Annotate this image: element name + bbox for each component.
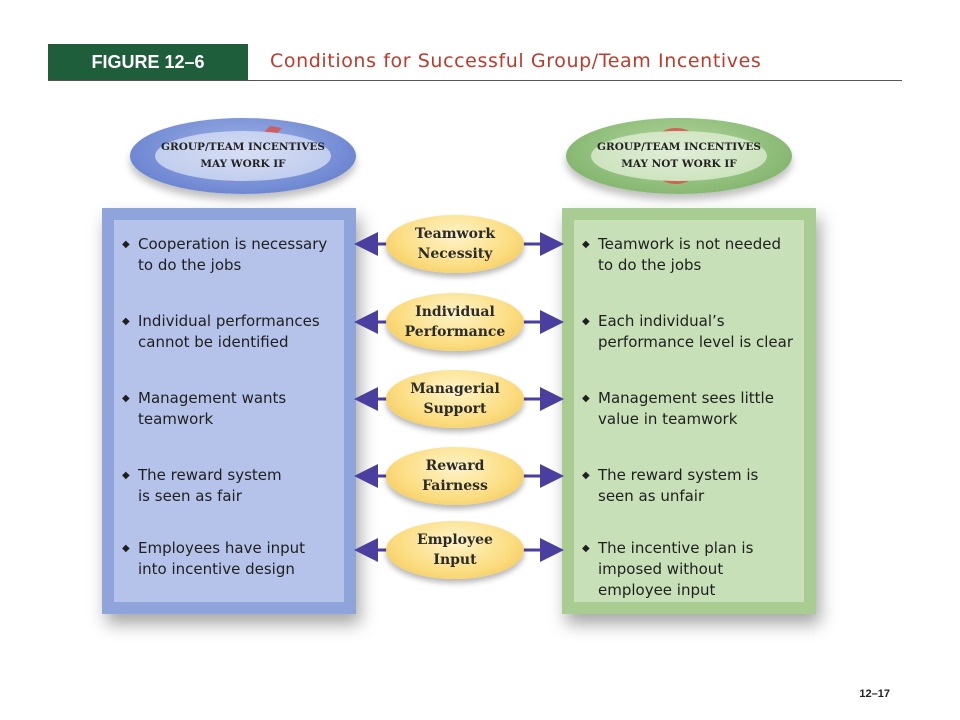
may-not-work-header-line1: GROUP/TEAM INCENTIVES (597, 141, 761, 154)
page-number: 12–17 (859, 688, 890, 700)
may-work-text: The reward system is seen as fair (138, 466, 282, 505)
may-work-text: Cooperation is necessary to do the jobs (138, 235, 328, 274)
bullet-icon: ◆ (582, 393, 590, 404)
may-not-work-text: The reward system is seen as unfair (598, 466, 759, 505)
may-work-item: ◆ Employees have input into incentive de… (122, 538, 340, 580)
title-divider (48, 80, 902, 81)
figure-title: Conditions for Successful Group/Team Inc… (270, 50, 762, 72)
may-work-text: Management wants teamwork (138, 389, 287, 428)
condition-oval-employee-input: Employee Input (386, 521, 524, 579)
figure-label: FIGURE 12–6 (48, 44, 248, 80)
may-not-work-text: Each individual’s performance level is c… (598, 312, 794, 351)
condition-oval-reward-fairness: Reward Fairness (386, 447, 524, 505)
may-not-work-panel: ◆ Teamwork is not needed to do the jobs … (562, 208, 816, 614)
may-not-work-item: ◆ Management sees little value in teamwo… (582, 388, 800, 430)
may-work-item: ◆ Management wants teamwork (122, 388, 340, 430)
may-work-header-line2: MAY WORK IF (200, 158, 286, 170)
condition-oval-teamwork-necessity: Teamwork Necessity (386, 215, 524, 273)
may-not-work-item: ◆ Teamwork is not needed to do the jobs (582, 234, 800, 276)
bullet-icon: ◆ (582, 239, 590, 250)
may-work-item: ◆ Individual performances cannot be iden… (122, 311, 340, 353)
may-not-work-header: GROUP/TEAM INCENTIVES MAY NOT WORK IF (566, 118, 792, 194)
may-work-header-line1: GROUP/TEAM INCENTIVES (161, 141, 325, 154)
may-work-item: ◆ Cooperation is necessary to do the job… (122, 234, 340, 276)
bullet-icon: ◆ (122, 543, 130, 554)
may-not-work-text: The incentive plan is imposed without em… (598, 539, 754, 599)
arrow-row (354, 232, 564, 562)
bullet-icon: ◆ (122, 239, 130, 250)
bullet-icon: ◆ (122, 393, 130, 404)
bullet-icon: ◆ (122, 316, 130, 327)
condition-oval-managerial-support: Managerial Support (386, 370, 524, 428)
may-not-work-text: Teamwork is not needed to do the jobs (598, 235, 782, 274)
may-not-work-item: ◆ Each individual’s performance level is… (582, 311, 800, 353)
may-not-work-item: ◆ The reward system is seen as unfair (582, 465, 800, 507)
may-not-work-text: Management sees little value in teamwork (598, 389, 774, 428)
may-work-item: ◆ The reward system is seen as fair (122, 465, 340, 507)
bullet-icon: ◆ (582, 543, 590, 554)
may-not-work-header-line2: MAY NOT WORK IF (621, 158, 737, 170)
may-work-panel: ◆ Cooperation is necessary to do the job… (102, 208, 356, 614)
may-work-text: Individual performances cannot be identi… (138, 312, 320, 351)
may-not-work-item: ◆ The incentive plan is imposed without … (582, 538, 800, 601)
bullet-icon: ◆ (582, 316, 590, 327)
condition-oval-individual-performance: Individual Performance (386, 293, 524, 351)
may-work-header: GROUP/TEAM INCENTIVES MAY WORK IF (130, 118, 356, 194)
bullet-icon: ◆ (122, 470, 130, 481)
may-work-text: Employees have input into incentive desi… (138, 539, 306, 578)
bullet-icon: ◆ (582, 470, 590, 481)
